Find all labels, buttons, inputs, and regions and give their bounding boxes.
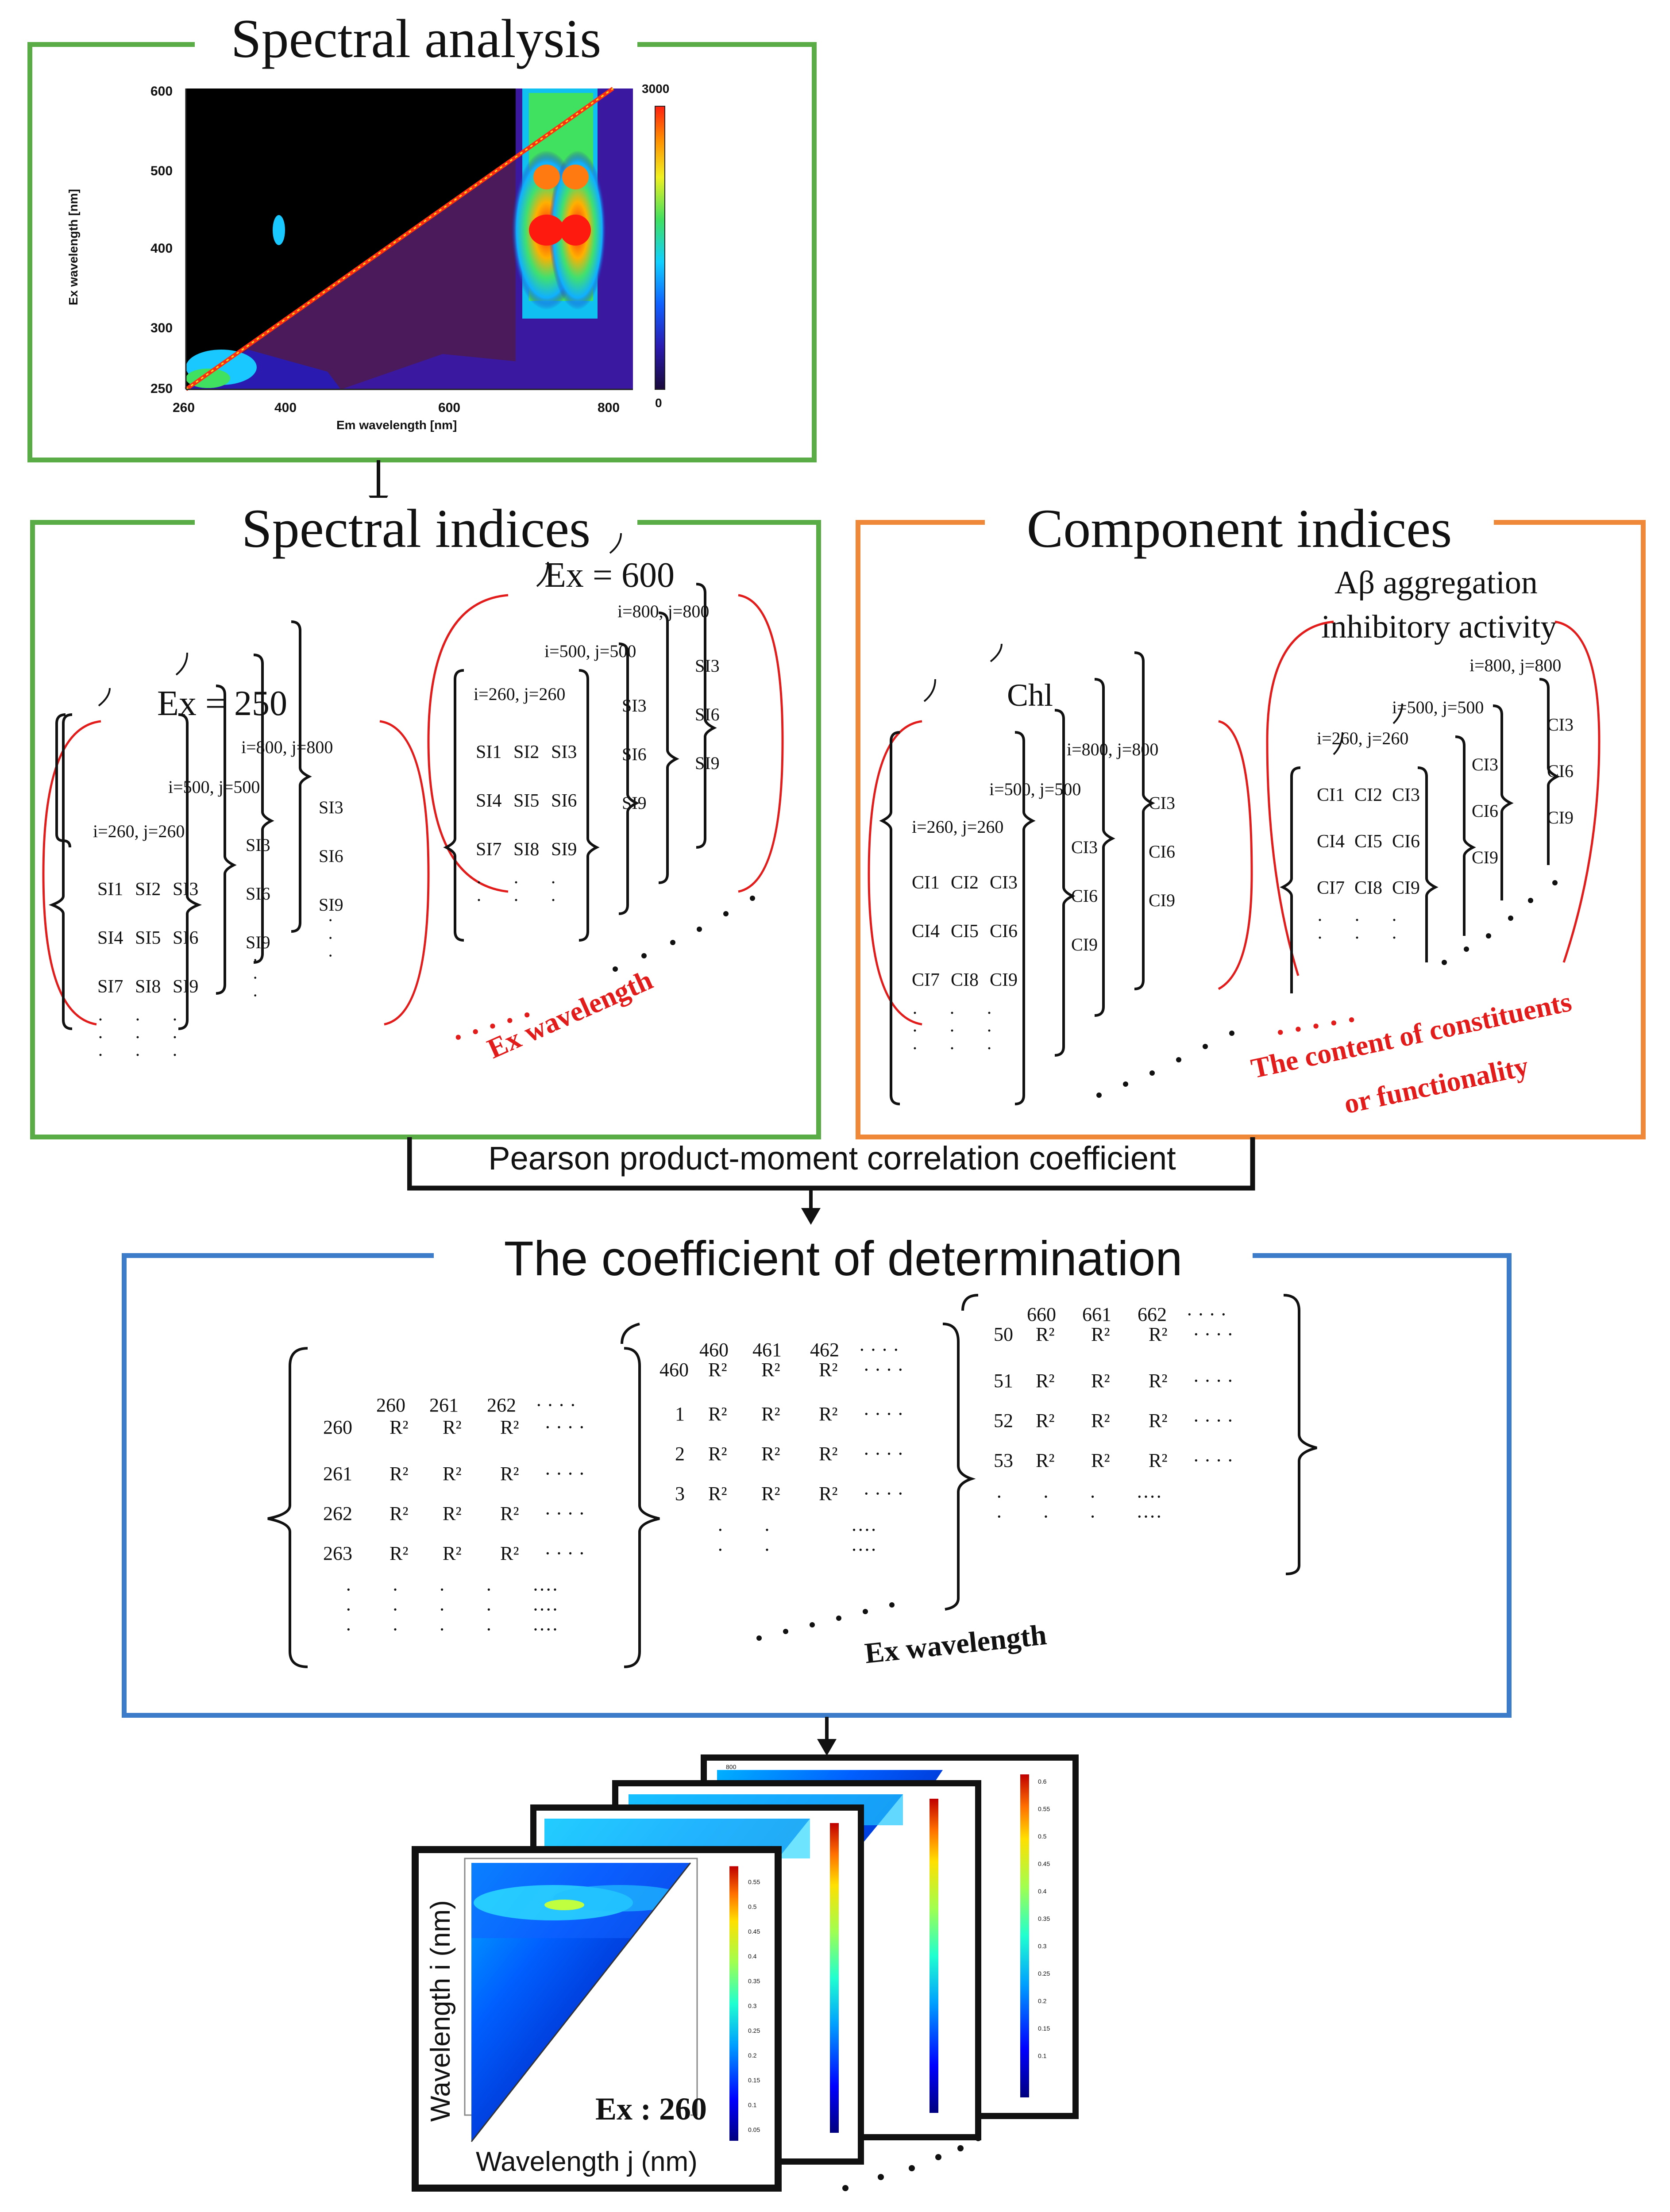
heatmap-x-label: Wavelength j (nm) xyxy=(476,2147,698,2177)
si600-layer-label-800: i=800, j=800 xyxy=(617,601,710,621)
si-layer-label-500: i=500, j=500 xyxy=(168,777,260,797)
eem-plot xyxy=(185,87,665,391)
heatmap-y-label: Wavelength i (nm) xyxy=(425,1900,456,2122)
eem-colorbar-max: 3000 xyxy=(642,82,670,96)
si600-layer-label-500: i=500, j=500 xyxy=(544,641,636,661)
eem-y-tick-250: 250 xyxy=(150,381,173,396)
arrow-down-icon xyxy=(817,1717,837,1756)
ci-ellipsis-rows: ········· xyxy=(912,1003,1023,1059)
si-dots-250b: ··· xyxy=(328,910,334,966)
r2-m2-dots: · · ····· · ···· xyxy=(717,1519,877,1561)
spectral-indices-title: Spectral indices xyxy=(195,498,637,560)
pearson-label: Pearson product-moment correlation coeff… xyxy=(488,1140,1176,1177)
si-layer-label-800: i=800, j=800 xyxy=(241,737,333,757)
heatmap-stack xyxy=(412,1754,1079,2192)
ci2-layer-label-800: i=800, j=800 xyxy=(1469,655,1562,675)
pearson-bracket xyxy=(407,1137,1255,1225)
ci-layer-label-800: i=800, j=800 xyxy=(1067,739,1159,759)
eem-y-tick-600: 600 xyxy=(150,84,173,99)
eem-x-tick-400: 400 xyxy=(274,400,297,415)
r2-m1-dots: · · · · ····· · · · ····· · · · ···· xyxy=(345,1579,559,1640)
eem-x-tick-800: 800 xyxy=(598,400,620,415)
heatmap-ex-label: Ex : 260 xyxy=(595,2091,707,2127)
eem-y-axis-label: Ex wavelength [nm] xyxy=(66,189,80,305)
si-depth-dots xyxy=(613,896,755,972)
eem-x-tick-600: 600 xyxy=(438,400,461,415)
r2-m3-dots: · · · ····· · · ···· xyxy=(996,1486,1162,1527)
spectral-analysis-title: Spectral analysis xyxy=(195,8,637,70)
ci2-layer-label-500: i=500, j=500 xyxy=(1392,697,1484,717)
component-indices-brackets xyxy=(868,620,1601,1105)
heatmap-back-tick: 800 xyxy=(726,1763,737,1770)
ex-600-label: Ex = 600 xyxy=(544,556,675,595)
spectral-indices-brackets xyxy=(42,533,784,1030)
abeta-label-1: Aβ aggregation xyxy=(1334,565,1538,601)
component-indices-title: Component indices xyxy=(985,498,1494,560)
si600-ellipsis-rows: ······ xyxy=(476,873,587,911)
eem-y-tick-500: 500 xyxy=(150,164,173,178)
chl-label: Chl xyxy=(1007,677,1053,713)
si-ellipsis-rows: ········· xyxy=(97,1010,209,1066)
ci2-layer-label-260: i=260, j=260 xyxy=(1317,728,1409,748)
si600-layer-label-260: i=260, j=260 xyxy=(474,684,566,704)
si-layer-label-260: i=260, j=260 xyxy=(93,821,185,841)
eem-y-tick-300: 300 xyxy=(150,321,173,335)
eem-y-tick-400: 400 xyxy=(150,241,173,256)
abeta-label-2: inhibitory activity xyxy=(1321,609,1557,645)
ci2-ellipsis-rows: ······ xyxy=(1317,910,1428,948)
ci-layer-label-260: i=260, j=260 xyxy=(912,817,1004,837)
determination-braces xyxy=(267,1294,1317,1668)
si-dots-250: ··· xyxy=(252,950,258,1005)
eem-x-tick-260: 260 xyxy=(173,400,195,415)
eem-colorbar-min: 0 xyxy=(655,396,662,410)
ex-250-label: Ex = 250 xyxy=(157,684,287,723)
determination-title: The coefficient of determination xyxy=(434,1230,1253,1288)
eem-x-axis-label: Em wavelength [nm] xyxy=(336,418,457,432)
ci-layer-label-500: i=500, j=500 xyxy=(989,779,1081,799)
